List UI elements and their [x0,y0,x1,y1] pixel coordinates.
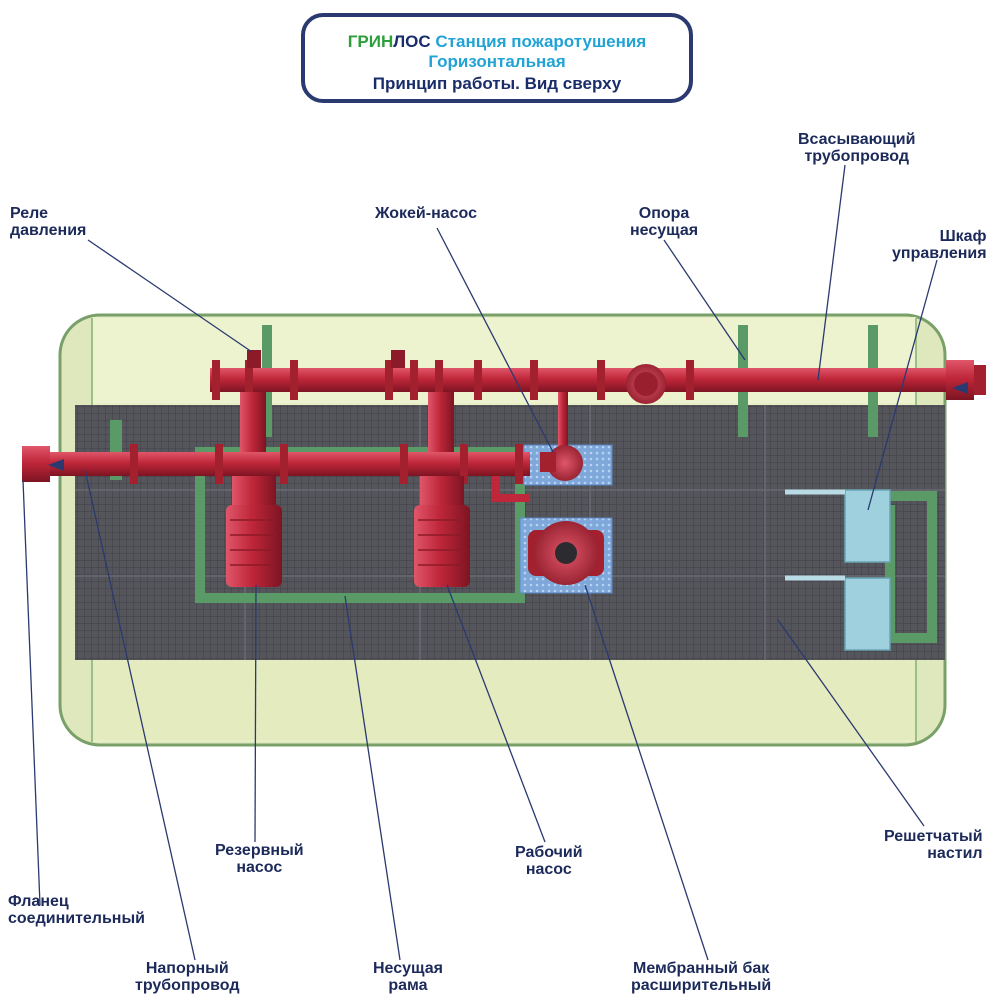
label-reserve-pump: Резервный насос [215,842,304,876]
label-jockey-pump: Жокей-насос [375,205,478,222]
label-support: Опора несущая [630,205,699,239]
label-suction-pipe: Всасывающий трубопровод [798,131,916,165]
label-membrane-tank: Мембранный бак расширительный [631,960,772,994]
reserve-pump [226,392,282,587]
label-pressure-relay: Реле давления [10,205,87,239]
grating-floor [75,405,945,660]
leader-lines [22,164,938,961]
pressure-relays [247,350,405,368]
label-working-pump: Рабочий насос [515,844,583,878]
suction-pipe [210,360,986,404]
control-cabinet [785,489,937,651]
label-grating-floor: Решетчатый настил [884,828,983,862]
title-line1: Станция пожаротушения [435,32,647,51]
title-box: ГРИНЛОС Станция пожаротушения Горизонтал… [301,13,693,103]
brand-name-part1: ГРИН [347,32,394,51]
label-control-cabinet: Шкаф управления [892,228,987,262]
jockey-pump [492,392,583,502]
title-line3: Принцип работы. Вид сверху [372,74,622,93]
label-bearing-frame: Несущая рама [373,960,443,994]
membrane-tank [528,521,604,585]
brand-name-part2: ЛОС [393,32,431,51]
title-line2: Горизонтальная [428,52,566,71]
pipe-flanges [130,360,694,484]
label-pressure-pipe: Напорный трубопровод [135,960,240,994]
label-connecting-flange: Фланец соединительный [8,893,145,927]
working-pump [414,392,470,587]
